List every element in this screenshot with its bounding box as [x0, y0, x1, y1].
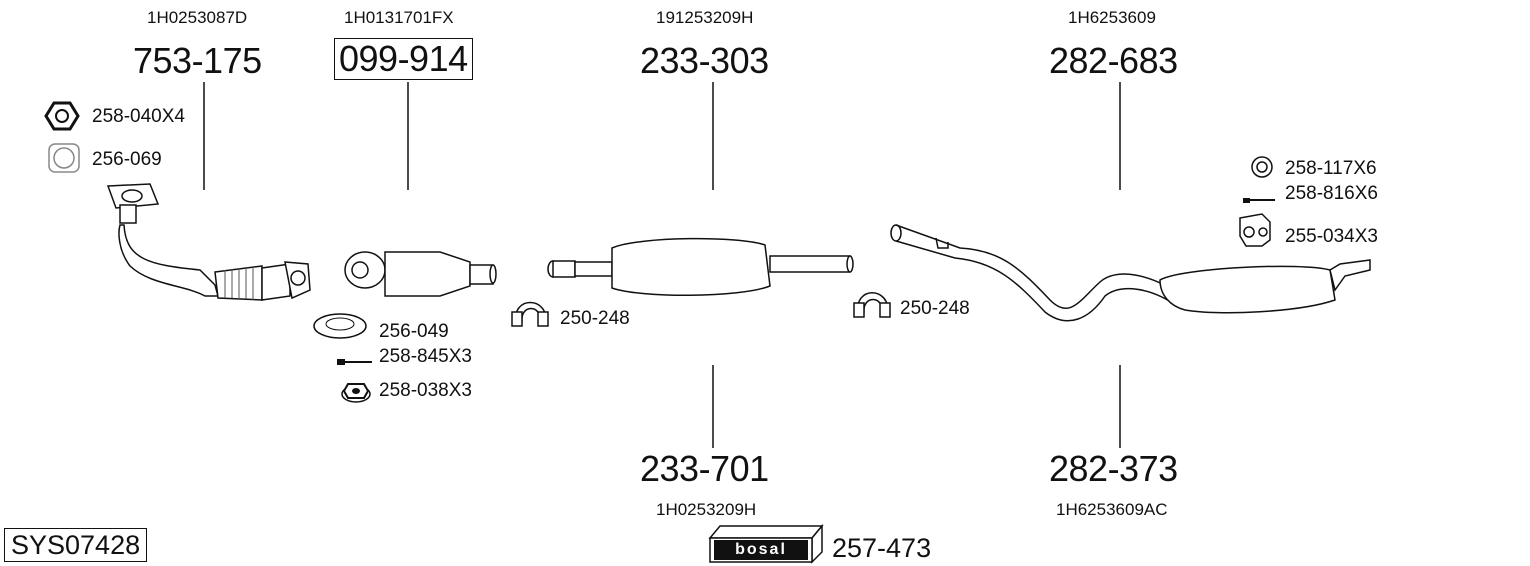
accessory-label-hanger[interactable]: 255-034X3 — [1285, 226, 1378, 247]
pipe-clamp-icon — [511, 301, 549, 327]
bolt-icon — [337, 359, 372, 365]
leader-lines — [203, 82, 1121, 448]
oem-ref-099-914: 1H0131701FX — [344, 8, 454, 27]
oem-ref-282-683: 1H6253609 — [1068, 8, 1156, 27]
rubber-ring-icon — [1251, 156, 1273, 178]
system-code: SYS07428 — [4, 528, 148, 562]
pipe-clamp-icon — [853, 292, 891, 318]
accessory-label-ring[interactable]: 258-117X6 — [1285, 158, 1377, 179]
bosal-logo: bosal — [714, 540, 808, 560]
accessory-label-paste[interactable]: 257-473 — [832, 533, 932, 563]
accessory-label-gasket[interactable]: 256-049 — [379, 321, 449, 342]
accessory-label-nut[interactable]: 258-038X3 — [379, 380, 472, 401]
flange-nut-icon — [341, 383, 371, 403]
oem-ref-753-175: 1H0253087D — [147, 8, 248, 27]
part-number-099-914[interactable]: 099-914 — [334, 38, 473, 80]
part-number-282-683[interactable]: 282-683 — [1049, 40, 1178, 81]
accessory-label-bolt[interactable]: 258-816X6 — [1285, 183, 1378, 204]
accessory-label-nut[interactable]: 258-040X4 — [92, 106, 185, 127]
rear-muffler — [1159, 259, 1371, 314]
accessory-label-gasket[interactable]: 256-069 — [92, 149, 162, 170]
part-number-753-175[interactable]: 753-175 — [133, 40, 262, 81]
rear-pipe — [890, 224, 1186, 322]
oem-ref-233-701: 1H0253209H — [656, 500, 757, 519]
middle-muffler — [547, 237, 854, 297]
oem-ref-233-303: 191253209H — [656, 8, 754, 27]
catalytic-converter — [344, 251, 497, 297]
accessory-label-bolt[interactable]: 258-845X3 — [379, 346, 472, 367]
oem-ref-282-373: 1H6253609AC — [1056, 500, 1168, 519]
accessory-label-clamp[interactable]: 250-248 — [900, 298, 970, 319]
hanger-bracket-icon — [1239, 213, 1271, 247]
gasket-icon — [48, 143, 80, 173]
part-number-233-701[interactable]: 233-701 — [640, 448, 769, 489]
front-pipe — [106, 183, 311, 301]
hex-nut-icon — [44, 101, 80, 131]
part-number-282-373[interactable]: 282-373 — [1049, 448, 1178, 489]
bolt-icon — [1243, 198, 1275, 203]
accessory-label-clamp[interactable]: 250-248 — [560, 308, 630, 329]
part-number-233-303[interactable]: 233-303 — [640, 40, 769, 81]
flat-gasket-icon — [313, 313, 367, 339]
